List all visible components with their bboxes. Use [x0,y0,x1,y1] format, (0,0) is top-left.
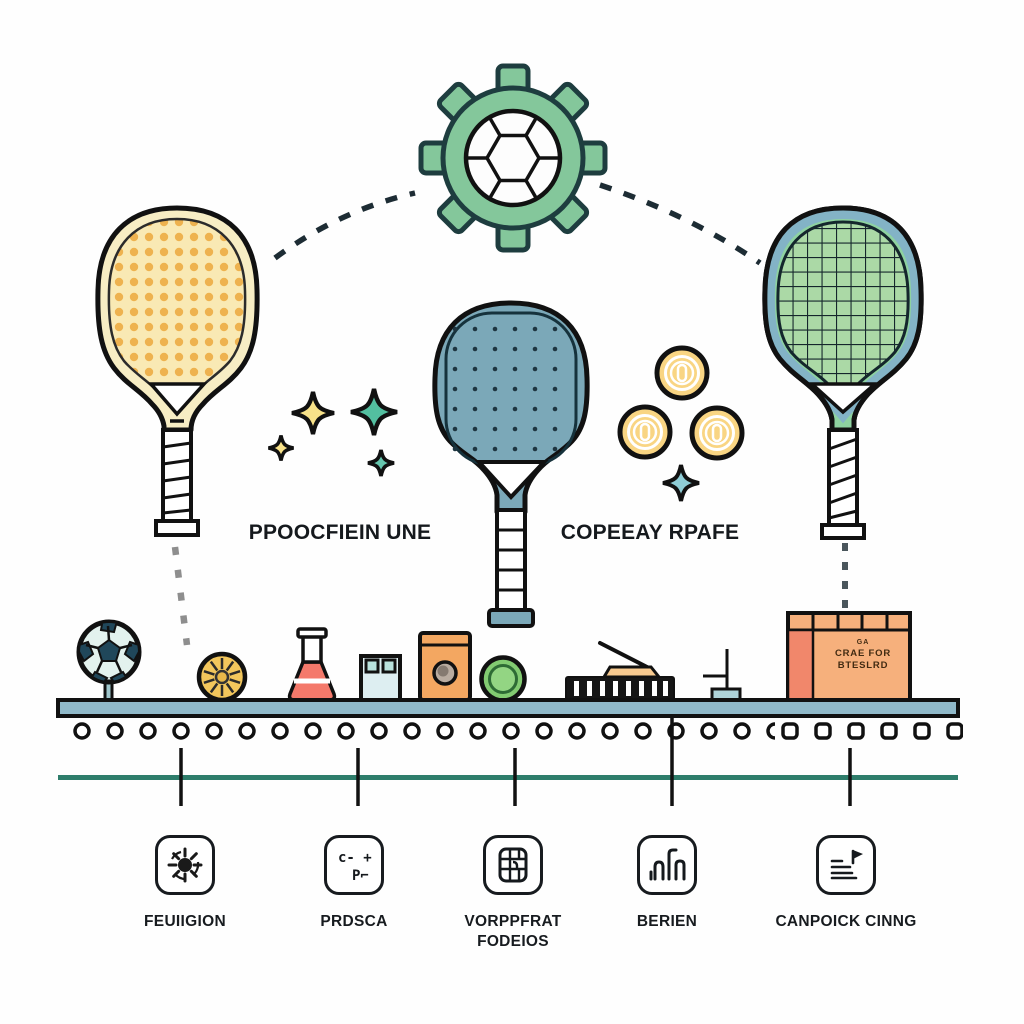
antenna [703,649,742,702]
step-box-1 [155,835,215,895]
sparkle-under-coins [661,463,701,503]
timeline-ticks [179,718,852,806]
document-flag-icon [830,849,863,880]
svg-text:P⌐: P⌐ [352,868,369,884]
timeline-line [58,775,958,780]
orange-box-machine [418,631,472,702]
ball-on-stand [76,619,142,710]
crate-stencil-text: GA CRAE FOR BTESLRD [820,639,906,672]
crate-text-line2: CRAE FOR [834,647,891,659]
brush-machine [565,641,675,701]
step-label-3: VORPPFRAT FODEIOS [464,913,562,951]
phase-label-right: COPEEAY RPAFE [560,521,740,544]
coins [617,345,745,461]
chip-icon [498,847,528,883]
conveyor-rollers-square [781,722,963,741]
gear-icon [418,63,608,253]
step-label-2: PRDSCA [320,913,388,930]
step-label-5: CANPOICK CINNG [775,913,917,930]
scribble-gear-icon [167,847,203,883]
green-paddle [762,205,924,540]
dashed-connector-left [273,190,416,261]
blue-box [359,654,402,702]
step-box-5 [816,835,876,895]
sparkles-left [266,389,398,478]
blue-paddle [432,300,590,628]
step-box-2: c- + P⌐ [324,835,384,895]
flask [287,627,337,702]
dashed-drop-left [171,546,191,646]
step-label-1: FEUIIGION [144,913,226,930]
symbols-icon: c- + P⌐ [338,850,372,884]
step-box-3 [483,835,543,895]
crate-text-line3: BTESLRD [837,659,889,671]
green-ball [479,655,527,703]
yellow-paddle [95,205,260,537]
bar-chart-icon [649,848,686,881]
step-label-4: BERIEN [636,913,698,930]
crate [786,611,912,702]
step-box-4 [637,835,697,895]
svg-text:c- +: c- + [338,850,372,866]
dashed-connector-right [599,182,762,266]
phase-label-left: PPOOCFIEIN UNE [248,521,432,544]
conveyor-rollers-round [73,722,775,741]
crate-text-line1: GA [856,639,870,646]
yellow-wheel [196,651,248,703]
conveyor-belt [56,698,960,718]
